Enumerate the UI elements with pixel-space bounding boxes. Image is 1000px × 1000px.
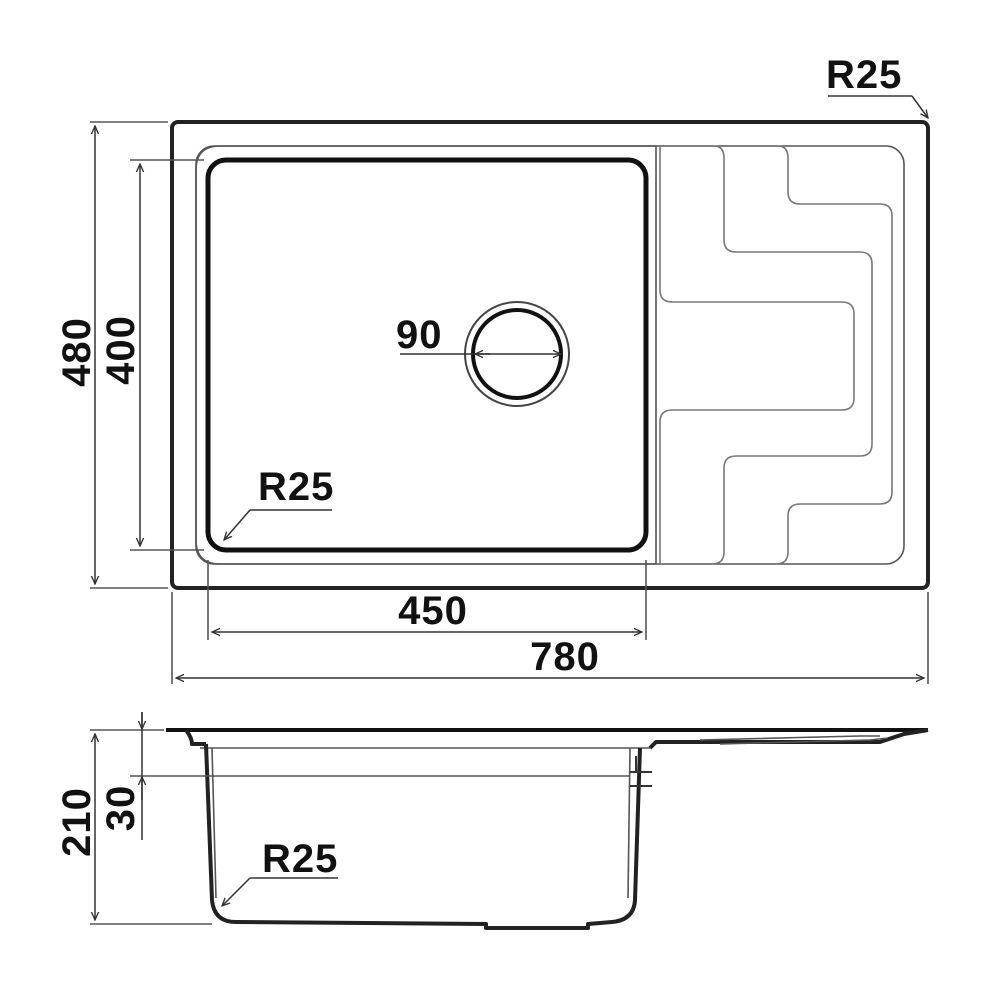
drainboard-rib-1 bbox=[699, 735, 880, 741]
drainboard-groove-2 bbox=[711, 145, 873, 565]
corner-radius-label: R25 bbox=[826, 53, 902, 97]
bowl-profile bbox=[204, 743, 642, 930]
bowl-depth-label: 400 bbox=[99, 315, 143, 385]
rim-left-edge bbox=[184, 728, 206, 746]
side-view: R25 210 30 bbox=[55, 712, 929, 930]
bowl-width-label: 450 bbox=[398, 589, 468, 633]
bowl-outline bbox=[205, 157, 649, 553]
bowl-inner-wall-left bbox=[211, 747, 217, 899]
rim-height-label: 30 bbox=[99, 785, 143, 832]
bowl-radius-arrow bbox=[224, 509, 251, 540]
bottom-radius-arrow bbox=[222, 877, 251, 906]
drainboard-groove-3 bbox=[775, 145, 893, 565]
bottom-radius-label: R25 bbox=[262, 837, 338, 881]
drainboard-profile bbox=[648, 728, 929, 750]
overall-width-label: 780 bbox=[530, 635, 600, 679]
overall-height-label: 210 bbox=[55, 787, 99, 857]
drainboard-groove-1 bbox=[659, 146, 855, 564]
drainboard-rib-2 bbox=[719, 737, 889, 745]
drain-diameter-label: 90 bbox=[396, 313, 443, 357]
bowl-inner-wall-right bbox=[627, 747, 631, 899]
bowl-radius-label: R25 bbox=[258, 465, 334, 509]
overall-depth-label: 480 bbox=[55, 317, 99, 387]
top-view: 90 R25 R25 480 400 450 780 bbox=[55, 53, 930, 684]
bowl-rim-outline bbox=[195, 145, 657, 565]
sink-outer-outline bbox=[170, 120, 930, 590]
corner-radius-arrow bbox=[911, 95, 928, 118]
